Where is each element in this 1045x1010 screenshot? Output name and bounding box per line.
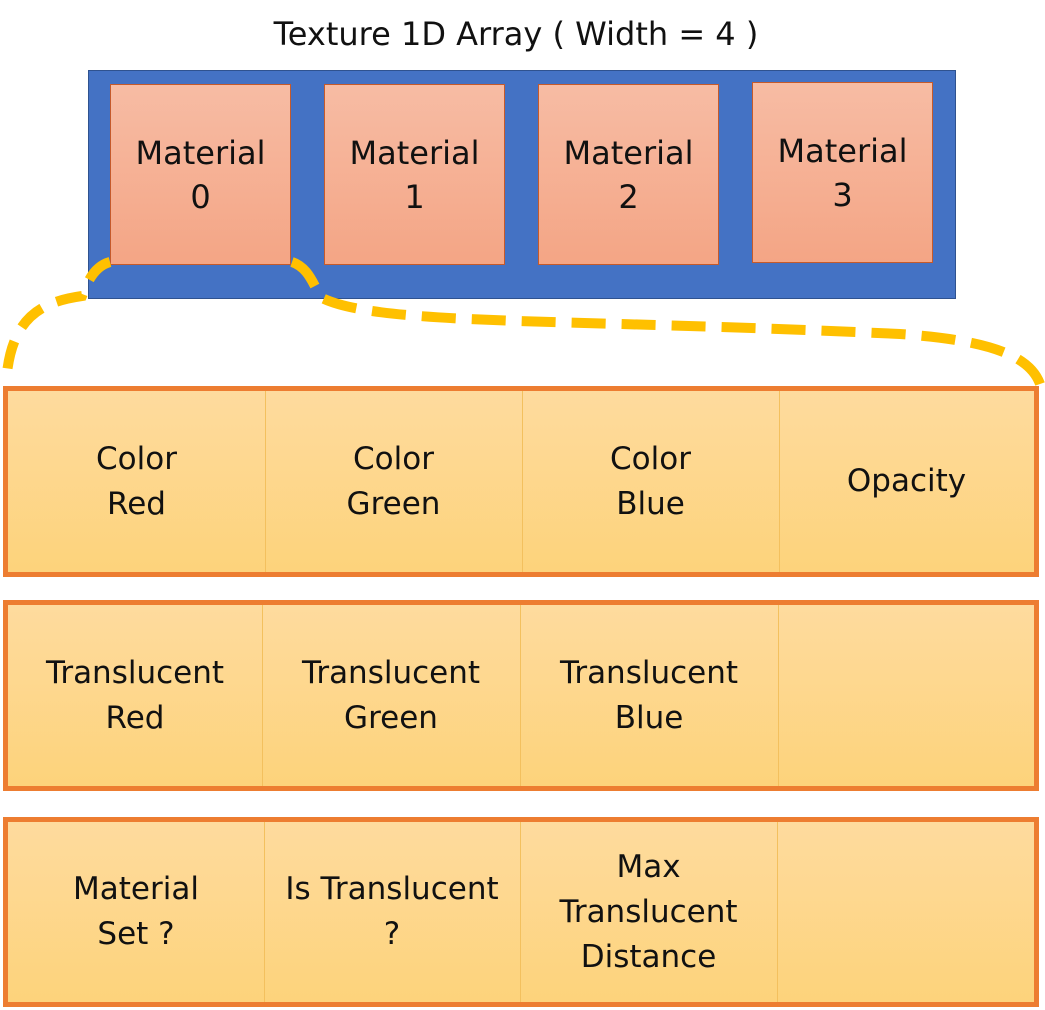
- material-data-row-1: Color Red Color Green Color Blue Opacity: [3, 386, 1039, 577]
- cell-text: Blue: [616, 485, 685, 522]
- material-0-index: 0: [190, 177, 211, 216]
- cell-text: Translucent: [45, 654, 225, 691]
- material-1-index: 1: [404, 177, 425, 216]
- cell-text: Material: [73, 871, 199, 907]
- callout-left-line: [1, 257, 112, 385]
- cell-text: Color: [96, 440, 177, 477]
- cell-text: Set ?: [97, 916, 175, 952]
- cell-opacity: Opacity: [779, 391, 1034, 572]
- cell-text: Opacity: [846, 463, 967, 499]
- material-3: Material 3: [752, 82, 933, 263]
- cell-text: Translucent: [301, 654, 481, 691]
- cell-text: Translucent: [559, 893, 738, 930]
- cell-text: Red: [105, 699, 165, 736]
- diagram-title: Texture 1D Array ( Width = 4 ): [273, 15, 759, 53]
- cell-is-translucent: Is Translucent ?: [264, 822, 521, 1002]
- material-3-label: Material: [777, 131, 908, 170]
- cell-text: Distance: [580, 938, 717, 975]
- cell-material-set: Material Set ?: [8, 822, 265, 1002]
- callout-dashed-lines: [1, 257, 1045, 386]
- cell-translucent-red: Translucent Red: [8, 605, 263, 786]
- material-2-label: Material: [563, 133, 694, 172]
- cell-color-blue: Color Blue: [522, 391, 780, 572]
- material-2-index: 2: [618, 177, 639, 216]
- cell-text: Max: [616, 848, 681, 885]
- cell-text: Blue: [614, 699, 684, 736]
- material-2: Material 2: [538, 84, 719, 265]
- cell-translucent-blue: Translucent Blue: [520, 605, 779, 786]
- cell-text: Translucent: [559, 654, 739, 691]
- cell-text: Is Translucent: [285, 871, 499, 907]
- callout-right-line: [289, 257, 1045, 386]
- material-3-index: 3: [832, 175, 853, 214]
- cell-max-translucent-distance: Max Translucent Distance: [520, 822, 778, 1002]
- cell-color-green: Color Green: [265, 391, 523, 572]
- cell-text: Green: [344, 699, 438, 736]
- material-data-row-3: Material Set ? Is Translucent ? Max Tran…: [3, 817, 1039, 1007]
- material-1-label: Material: [349, 133, 480, 172]
- cell-text: Red: [107, 485, 166, 522]
- cell-empty: [777, 822, 1034, 1002]
- cell-color-red: Color Red: [8, 391, 266, 572]
- material-0: Material 0: [110, 84, 291, 265]
- cell-text: Green: [346, 485, 441, 522]
- cell-text: ?: [383, 916, 401, 952]
- cell-text: Color: [610, 440, 691, 477]
- material-data-row-2: Translucent Red Translucent Green Transl…: [3, 600, 1039, 791]
- cell-text: Color: [353, 440, 434, 477]
- material-1: Material 1: [324, 84, 505, 265]
- material-0-label: Material: [135, 133, 266, 172]
- cell-translucent-green: Translucent Green: [262, 605, 521, 786]
- cell-empty: [778, 605, 1034, 786]
